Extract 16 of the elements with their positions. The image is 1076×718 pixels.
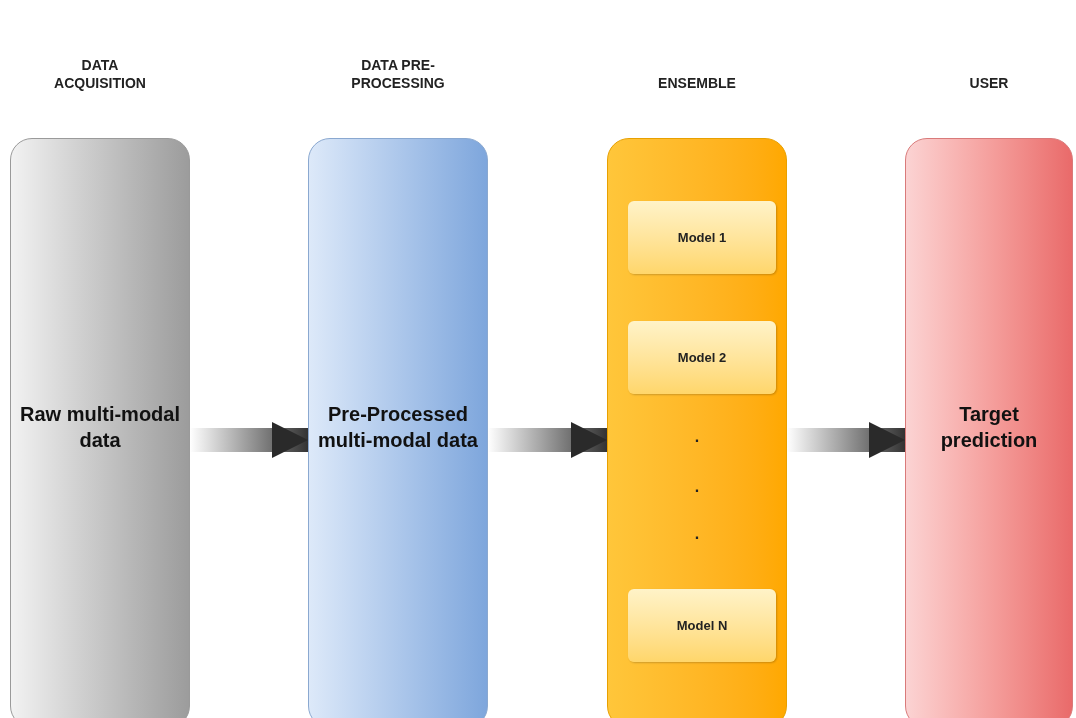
column-heading: ENSEMBLE: [657, 74, 737, 92]
column-heading: USER: [968, 74, 1010, 92]
column-text: Pre-Processed multi-modal data: [317, 402, 479, 453]
column-text: Target prediction: [939, 402, 1039, 453]
column-heading: DATA ACQUISITION: [53, 56, 147, 92]
ellipsis-dot: .: [693, 526, 701, 542]
column-heading: DATA PRE-PROCESSING: [350, 56, 446, 92]
column-text: Raw multi-modal data: [19, 402, 181, 453]
ellipsis-dot: .: [693, 429, 701, 445]
arrow: [787, 422, 905, 458]
arrow: [190, 422, 308, 458]
arrow: [488, 422, 607, 458]
ellipsis-dot: .: [693, 479, 701, 495]
model-box: Model 2: [628, 321, 776, 394]
model-box: Model 1: [628, 201, 776, 274]
model-box: Model N: [628, 589, 776, 662]
